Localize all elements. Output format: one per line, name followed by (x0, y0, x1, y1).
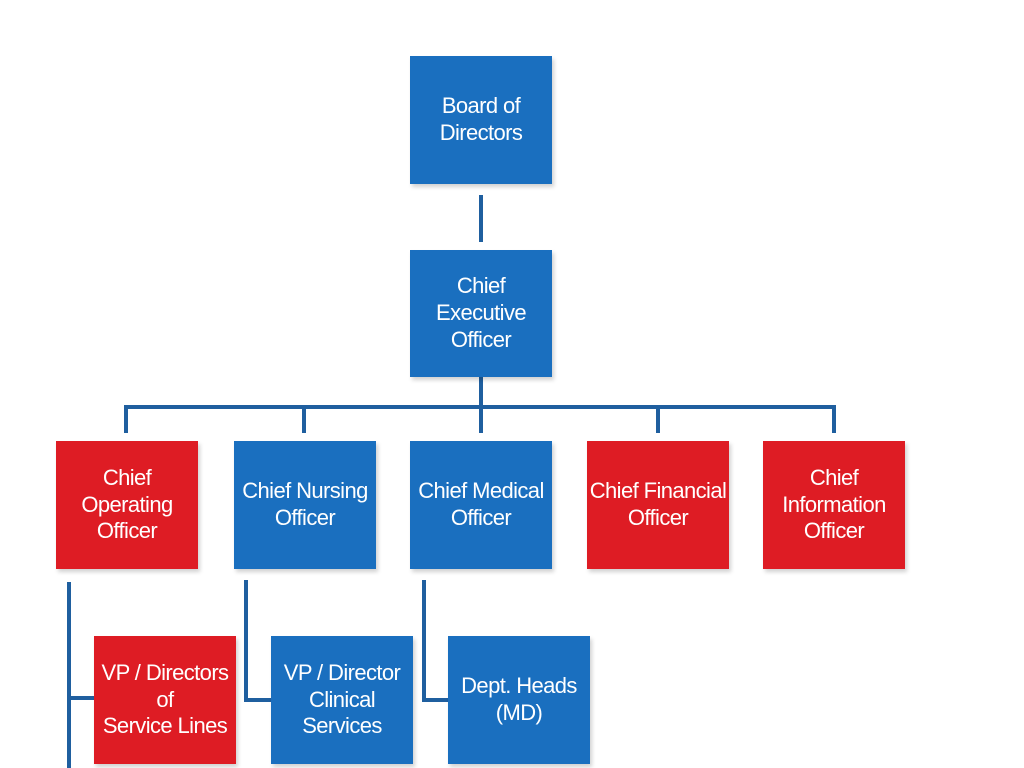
node-chief-operating-officer: Chief Operating Officer (56, 441, 198, 569)
node-chief-financial-officer: Chief Financial Officer (587, 441, 729, 569)
node-vp-directors-service-lines: VP / Directors of Service Lines (94, 636, 236, 764)
node-chief-medical-officer: Chief Medical Officer (410, 441, 552, 569)
node-vp-director-clinical-services: VP / Director Clinical Services (271, 636, 413, 764)
node-dept-heads-md: Dept. Heads (MD) (448, 636, 590, 764)
node-chief-information-officer: Chief Information Officer (763, 441, 905, 569)
node-board-of-directors: Board of Directors (410, 56, 552, 184)
node-chief-executive-officer: Chief Executive Officer (410, 250, 552, 377)
node-chief-nursing-officer: Chief Nursing Officer (234, 441, 376, 569)
